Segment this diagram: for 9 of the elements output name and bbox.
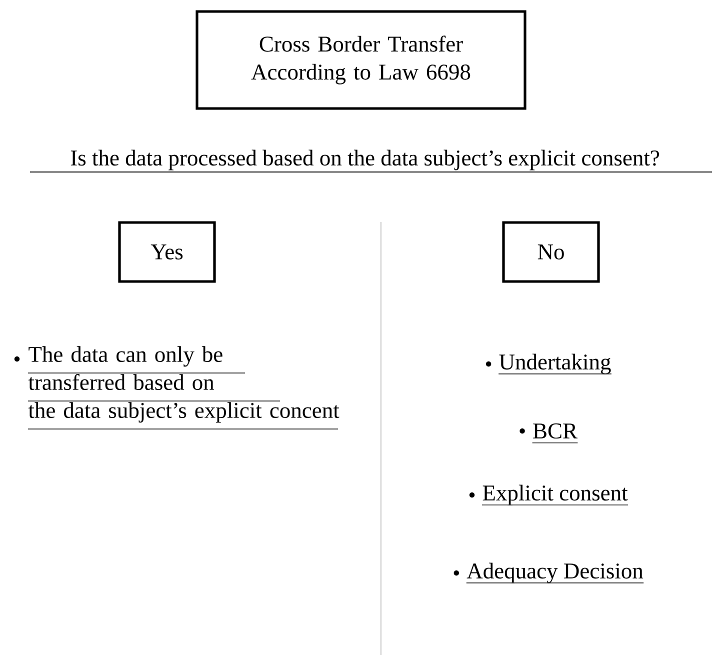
question: Is the data processed based on the data subject’s explicit consent?	[70, 150, 660, 170]
text-box: No	[502, 221, 600, 283]
bullet-item: Explicit consent	[482, 484, 628, 506]
bullet-item: The data can only be transferred based on the data subject’s explicit concent	[28, 346, 340, 423]
bullet-item: Undertaking	[499, 354, 611, 374]
text-box: Cross Border Transfer According to Law 6698	[196, 10, 526, 110]
bullet-item: Adequacy Decision	[466, 562, 644, 584]
text-box: Yes	[118, 221, 216, 283]
bullet-item: BCR	[533, 423, 578, 439]
